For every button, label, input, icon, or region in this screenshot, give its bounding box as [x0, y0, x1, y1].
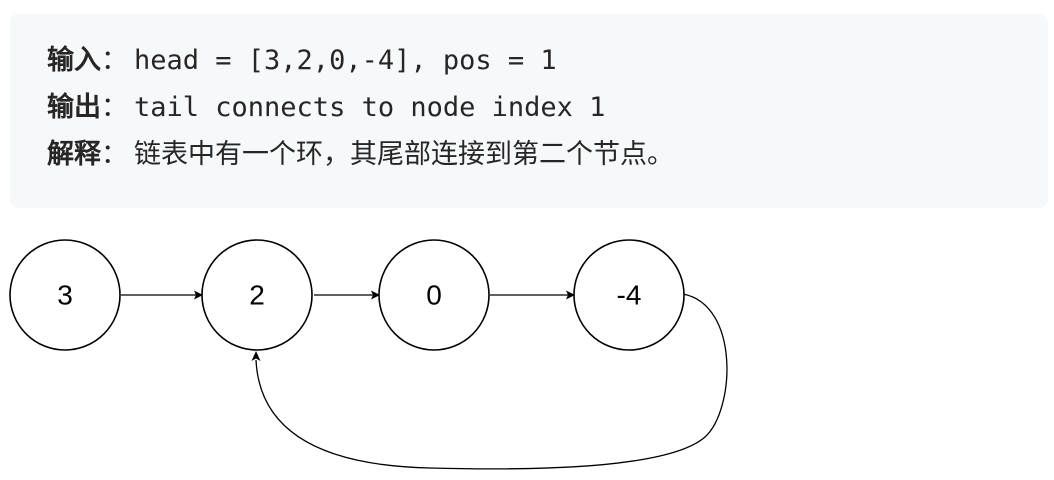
explanation-label: 解释 [47, 139, 101, 170]
arrowhead-cycle-into-node-2 [251, 351, 261, 361]
explanation-colon: ： [101, 139, 128, 170]
input-line: 输入：head = [3,2,0,-4], pos = 1 [47, 42, 1048, 89]
output-label: 输出 [47, 92, 101, 123]
node-3-circle [9, 239, 121, 351]
input-colon: ： [101, 45, 128, 76]
node-neg4-label: -4 [617, 280, 642, 311]
output-colon: ： [101, 92, 128, 123]
node-2-circle [201, 239, 313, 351]
node-3: 3 [9, 239, 121, 351]
arrowhead-node-0-to-node-neg4 [566, 290, 575, 300]
arrowhead-node-2-to-node-0 [371, 290, 380, 300]
node-3-label: 3 [57, 280, 73, 311]
edge-node-neg4-to-node-2-cycle [255, 293, 728, 470]
node-neg4-circle [573, 239, 685, 351]
node-2-label: 2 [249, 280, 265, 311]
node-0: 0 [378, 239, 490, 351]
node-2: 2 [201, 239, 313, 351]
output-line: 输出：tail connects to node index 1 [47, 89, 1048, 136]
node-0-circle [378, 239, 490, 351]
example-box: 输入：head = [3,2,0,-4], pos = 1 输出：tail co… [10, 14, 1048, 208]
node-neg4: -4 [573, 239, 685, 351]
arrowhead-node-3-to-node-2 [194, 290, 203, 300]
output-value: tail connects to node index 1 [134, 92, 606, 123]
input-value: head = [3,2,0,-4], pos = 1 [134, 45, 557, 76]
explanation-line: 解释：链表中有一个环，其尾部连接到第二个节点。 [47, 136, 1048, 183]
input-label: 输入 [47, 45, 101, 76]
node-0-label: 0 [426, 280, 442, 311]
explanation-value: 链表中有一个环，其尾部连接到第二个节点。 [134, 139, 674, 170]
